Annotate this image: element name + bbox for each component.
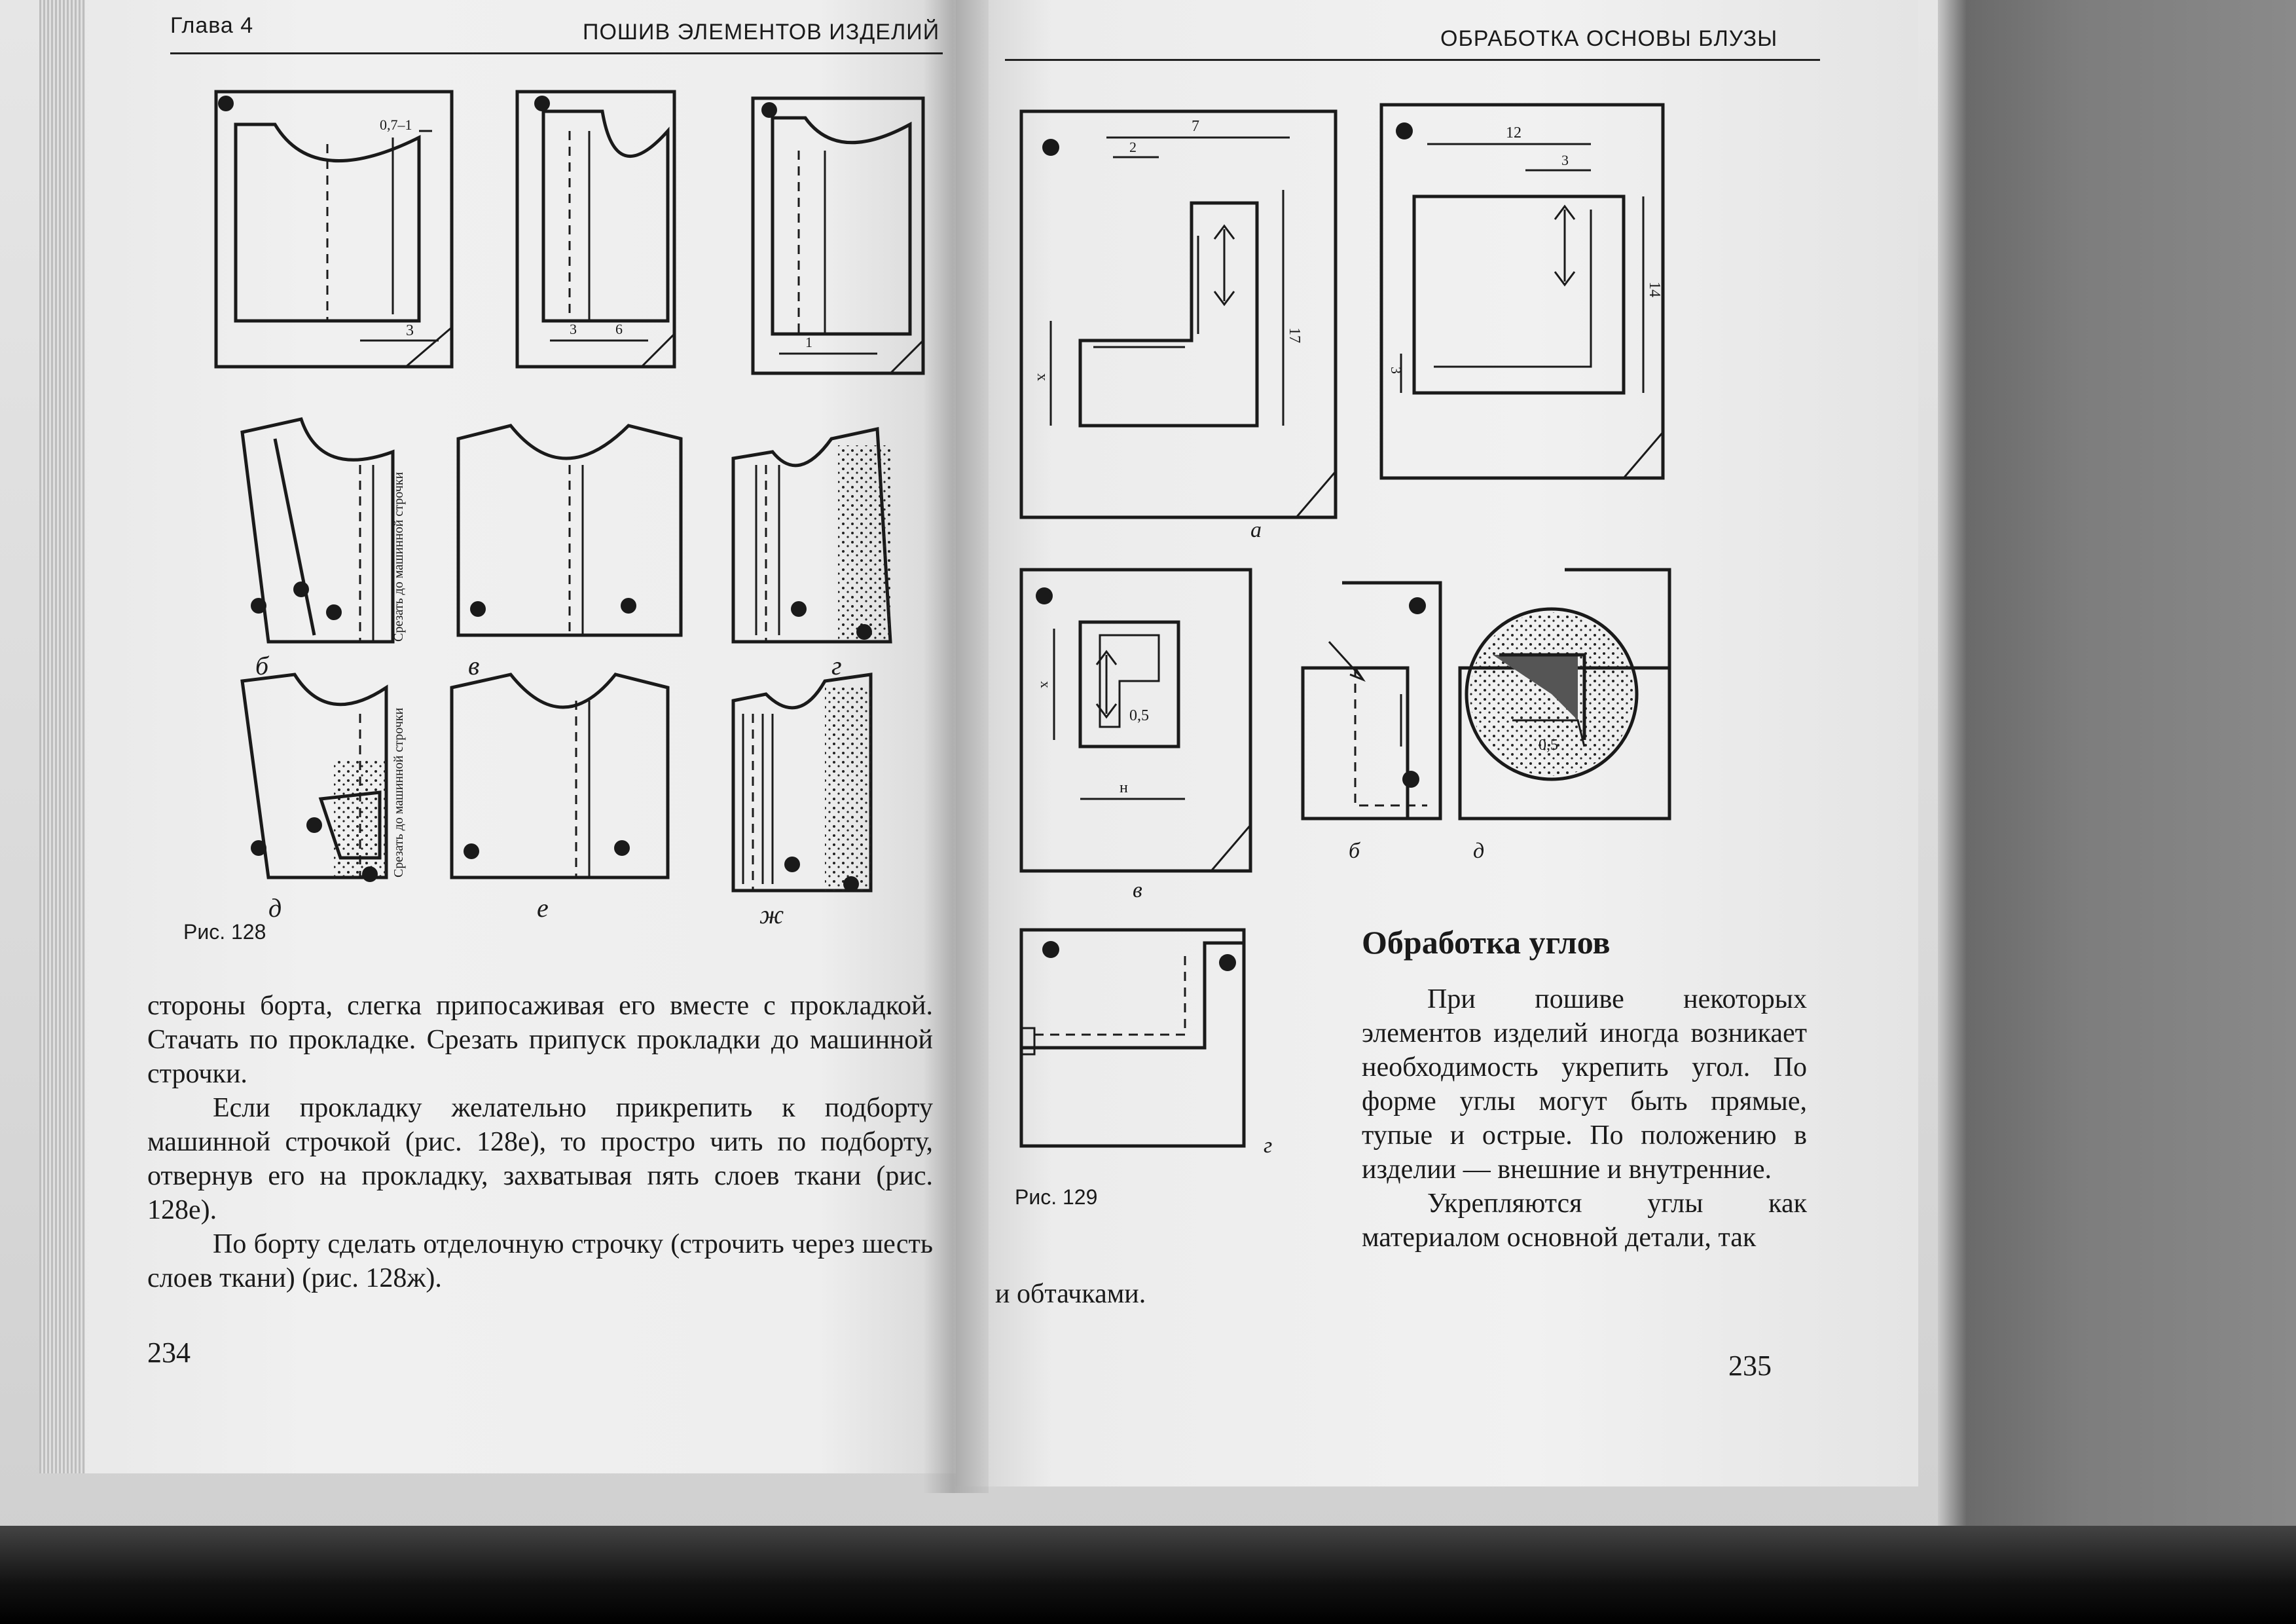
book-gutter	[923, 0, 989, 1493]
fig-129-v: 0,5 х н в	[1019, 568, 1252, 902]
paragraph: Укрепляются углы как материалом основной…	[1362, 1189, 1807, 1253]
fig-129-g: г	[1019, 928, 1272, 1158]
svg-text:в: в	[1133, 878, 1142, 902]
fig-128-g: г	[731, 426, 892, 680]
header-rule	[170, 52, 943, 54]
paragraph: Если прокладку желательно прикрепить к п…	[147, 1093, 933, 1225]
fig-128-3: 1	[751, 96, 925, 375]
fig-129-b: б	[1301, 581, 1442, 863]
svg-text:0,5: 0,5	[1539, 737, 1558, 754]
svg-text:г: г	[1264, 1134, 1272, 1158]
svg-text:ж: ж	[759, 900, 784, 929]
svg-text:3: 3	[1388, 367, 1404, 374]
figure-caption-128: Рис. 128	[183, 920, 266, 944]
svg-text:17: 17	[1286, 327, 1303, 343]
fig-128-e: е	[450, 673, 670, 923]
running-title-left: ПОШИВ ЭЛЕМЕНТОВ ИЗДЕЛИЙ	[583, 20, 940, 45]
fig-129-a1: 7 2 17 х а	[1019, 109, 1338, 542]
left-body-text: стороны борта, слегка припосаживая его в…	[147, 989, 933, 1295]
svg-text:г: г	[831, 651, 842, 680]
svg-text:12: 12	[1506, 124, 1522, 141]
right-body-text: При пошиве некоторых элементов изделий и…	[1362, 982, 1807, 1255]
page-edge-strips	[39, 0, 85, 1473]
svg-text:Срезать до машинной строчки: Срезать до машинной строчки	[392, 472, 406, 642]
header-rule	[1005, 59, 1820, 61]
dim-top-label: 0,7–1	[380, 117, 412, 133]
section-heading: Обработка углов	[1362, 924, 1611, 961]
svg-text:3: 3	[406, 322, 414, 339]
figure-caption-129: Рис. 129	[1015, 1185, 1098, 1209]
svg-text:в: в	[468, 651, 479, 680]
svg-text:х: х	[1038, 681, 1054, 688]
svg-text:д: д	[1473, 839, 1484, 863]
fig-128-1: 0,7–1 3	[214, 90, 454, 369]
svg-text:б: б	[1349, 839, 1361, 863]
fig-129-d: 0,5 д	[1458, 568, 1671, 863]
svg-text:е: е	[537, 893, 549, 923]
svg-text:н: н	[1120, 779, 1128, 796]
svg-text:14: 14	[1646, 282, 1663, 297]
svg-text:Срезать до машинной строчки: Срезать до машинной строчки	[392, 708, 406, 877]
svg-text:б: б	[255, 651, 270, 680]
svg-text:д: д	[268, 893, 282, 923]
fig-129-a2: 12 3 14 3	[1379, 103, 1665, 480]
figure-129: 7 2 17 х а 12 3 14 3	[1019, 103, 1671, 1158]
fig-128-zh: ж	[731, 673, 873, 929]
page-number-right: 235	[1728, 1350, 1772, 1382]
svg-text:х: х	[1034, 373, 1051, 381]
fig-128-d: Срезать до машинной строчки д	[240, 673, 406, 923]
scanner-bottom-edge	[0, 1526, 2296, 1624]
svg-text:3: 3	[570, 321, 577, 337]
page-number-left: 234	[147, 1337, 191, 1369]
paragraph: стороны борта, слегка припосаживая его в…	[147, 991, 933, 1089]
svg-text:1: 1	[805, 334, 812, 350]
svg-text:3: 3	[1561, 152, 1569, 168]
right-page: ОБРАБОТКА ОСНОВЫ БЛУЗЫ 7 2 17 х а	[956, 0, 1918, 1486]
figure-128: 0,7–1 3 3 6 1	[214, 90, 925, 929]
paragraph-tail: и обтачками.	[995, 1279, 1146, 1309]
running-title-right: ОБРАБОТКА ОСНОВЫ БЛУЗЫ	[1440, 26, 1778, 51]
svg-text:0,5: 0,5	[1129, 707, 1149, 724]
fig-128-v: в	[456, 424, 683, 680]
fig-128-b: Срезать до машинной строчки б	[240, 417, 406, 680]
paragraph: При пошиве некоторых элементов изделий и…	[1362, 984, 1807, 1185]
scanner-lid-shadow	[1938, 0, 2296, 1624]
svg-text:2: 2	[1129, 139, 1137, 155]
paragraph: По борту сделать отделочную строчку (стр…	[147, 1229, 933, 1293]
fig-128-2: 3 6	[515, 90, 676, 369]
running-chapter: Глава 4	[170, 13, 254, 38]
svg-text:а: а	[1250, 518, 1262, 542]
svg-text:7: 7	[1192, 118, 1199, 135]
svg-text:6: 6	[615, 321, 623, 337]
left-page: Глава 4 ПОШИВ ЭЛЕМЕНТОВ ИЗДЕЛИЙ 0,7–1 3	[39, 0, 956, 1473]
